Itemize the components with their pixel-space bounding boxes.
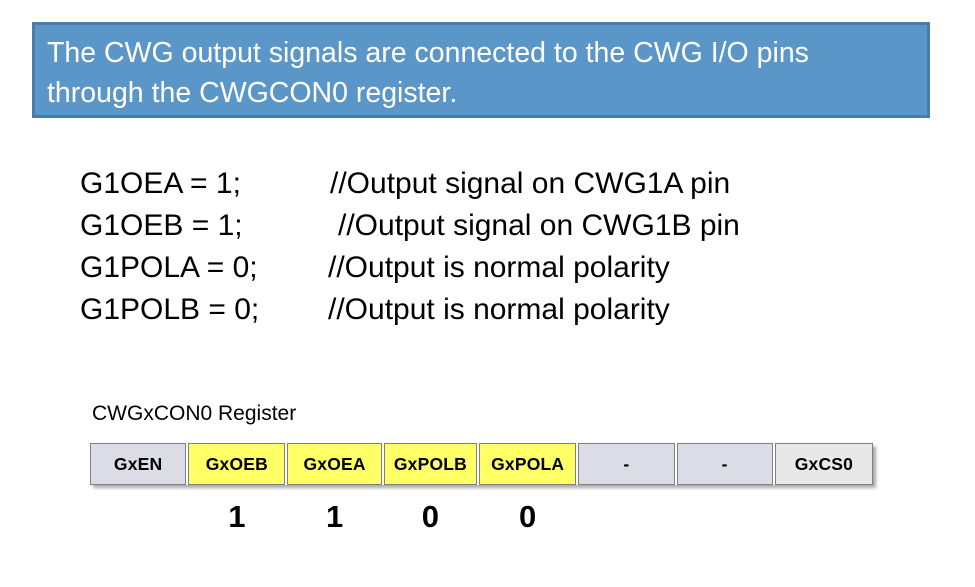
code-comment: //Output is normal polarity	[328, 293, 670, 326]
register-cell-label: GxEN	[113, 453, 163, 474]
bit-value-5	[578, 497, 674, 537]
bit-value-7	[775, 497, 873, 537]
header-banner: The CWG output signals are connected to …	[32, 22, 930, 118]
code-comment: //Output signal on CWG1B pin	[338, 209, 740, 242]
register-cell-gxcs0: GxCS0	[774, 443, 874, 485]
bit-value-6	[677, 497, 773, 537]
register-cell-label: GxOEB	[205, 453, 268, 474]
register-cell-label: -	[721, 453, 728, 474]
register-cell-label: GxCS0	[794, 453, 854, 474]
bit-value-3: 0	[421, 499, 440, 534]
register-cell-label: -	[623, 453, 630, 474]
code-block: G1OEA = 1; //Output signal on CWG1A pin …	[80, 163, 900, 331]
register-cell-unimplemented-6: -	[676, 443, 773, 485]
bit-value-0	[90, 497, 186, 537]
register-cell-gxoea: GxOEA	[287, 443, 382, 485]
code-line: G1POLA = 0; //Output is normal polarity	[80, 247, 900, 289]
code-line: G1OEB = 1; //Output signal on CWG1B pin	[80, 205, 900, 247]
register-bitfield-table: GxEN GxOEB GxOEA GxPOLB GxPOLA - - GxCS0	[90, 443, 874, 485]
register-caption: CWGxCON0 Register	[92, 402, 297, 425]
bit-value-1: 1	[228, 499, 246, 534]
banner-text: The CWG output signals are connected to …	[47, 37, 817, 109]
bit-value-2: 1	[326, 499, 344, 534]
code-line: G1POLB = 0; //Output is normal polarity	[80, 289, 900, 331]
register-cell-gxoeb: GxOEB	[188, 443, 286, 485]
register-bit-values-row: 1 1 0 0	[90, 497, 873, 537]
register-cell-label: GxPOLB	[393, 453, 467, 474]
register-cell-label: GxOEA	[303, 453, 366, 474]
register-cell-gxpolb: GxPOLB	[383, 443, 478, 485]
register-cell-label: GxPOLA	[491, 453, 565, 474]
register-cell-gxen: GxEN	[90, 443, 187, 485]
code-line: G1OEA = 1; //Output signal on CWG1A pin	[80, 163, 900, 205]
code-comment: //Output signal on CWG1A pin	[330, 167, 731, 200]
register-cell-gxpola: GxPOLA	[479, 443, 577, 485]
code-comment: //Output is normal polarity	[328, 251, 670, 284]
register-cell-unimplemented-5: -	[578, 443, 675, 485]
bit-value-4: 0	[519, 499, 537, 534]
